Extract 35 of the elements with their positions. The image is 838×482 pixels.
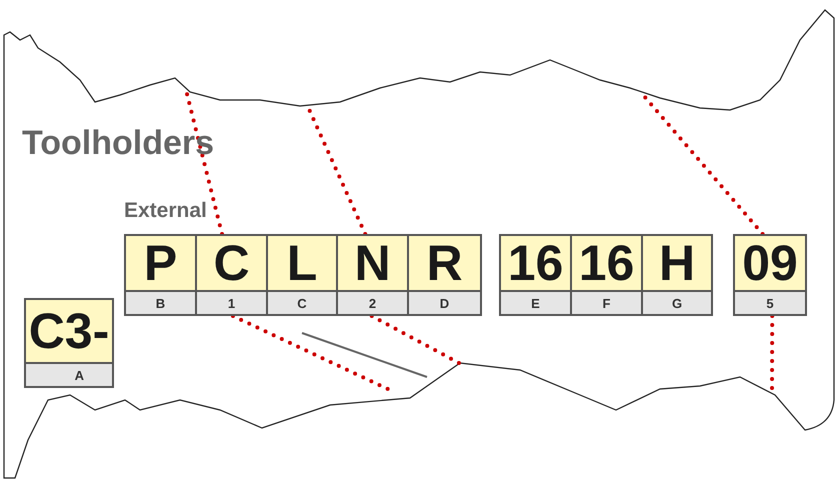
section-label: External <box>124 199 207 223</box>
position-label: 1 <box>197 290 266 314</box>
code-symbol: L <box>268 236 336 290</box>
position-label: G <box>643 290 711 314</box>
code-symbol: 09 <box>735 236 805 290</box>
code-cell <box>195 234 268 316</box>
code-symbol: N <box>338 236 407 290</box>
leader-line <box>642 94 765 236</box>
leader-line <box>370 314 461 365</box>
position-label: C <box>268 290 336 314</box>
code-cell <box>499 234 572 316</box>
code-cell <box>641 234 713 316</box>
code-symbol: H <box>643 236 711 290</box>
code-symbol: C3- <box>26 300 112 362</box>
position-label: 5 <box>735 290 805 314</box>
position-label: E <box>501 290 570 314</box>
code-cell <box>336 234 409 316</box>
position-label: A <box>26 362 112 386</box>
code-symbol: P <box>126 236 195 290</box>
position-label: B <box>126 290 195 314</box>
code-cell <box>266 234 338 316</box>
code-cell <box>407 234 482 316</box>
code-cell <box>24 298 114 388</box>
leader-line <box>770 314 774 392</box>
position-label: D <box>409 290 480 314</box>
position-label: 2 <box>338 290 407 314</box>
code-cell <box>124 234 197 316</box>
title: Toolholders <box>22 124 214 163</box>
code-symbol: R <box>409 236 480 290</box>
code-symbol: C <box>197 236 266 290</box>
code-cell <box>570 234 643 316</box>
position-label: F <box>572 290 641 314</box>
code-symbol: 16 <box>501 236 570 290</box>
code-symbol: 16 <box>572 236 641 290</box>
code-cell <box>733 234 807 316</box>
